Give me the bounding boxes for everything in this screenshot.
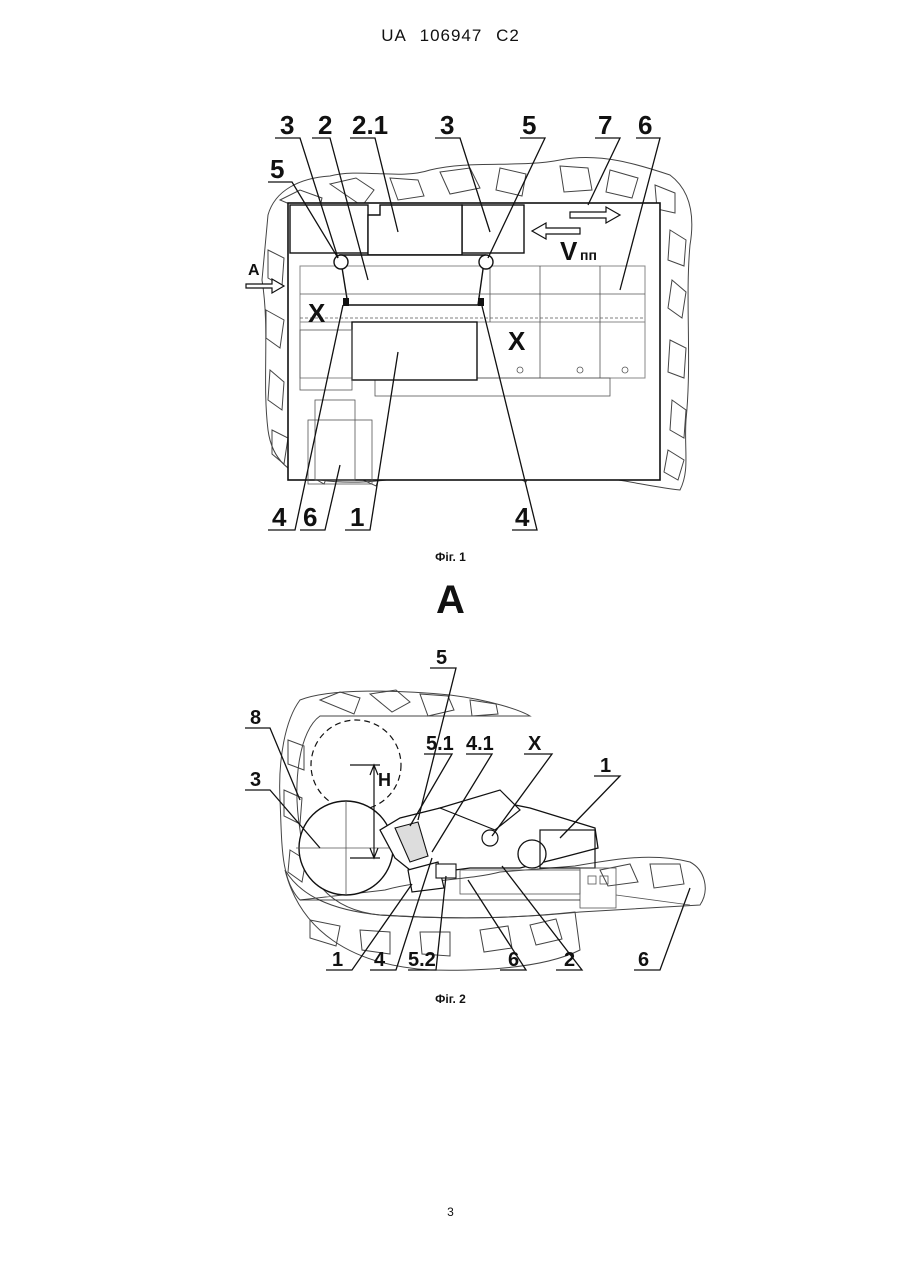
- view-a-label: A: [0, 578, 901, 623]
- fig2-part-4-1: [440, 790, 520, 830]
- view-arrow-a: [246, 279, 284, 293]
- fig2-label-2: 2: [564, 949, 575, 971]
- fig2-pivot-x: [482, 830, 498, 846]
- fig1-label-6a: 6: [638, 110, 652, 140]
- fig2-rock-lower: [285, 870, 580, 970]
- fig2-part-5-2: [436, 864, 456, 878]
- part-2-1: [368, 205, 462, 255]
- drum-3: [299, 801, 393, 895]
- fig2-label-h: H: [378, 770, 391, 790]
- hinge-5-left: [334, 255, 348, 269]
- fig1-label-4a: 4: [272, 502, 287, 532]
- fig1-label-5a: 5: [522, 110, 536, 140]
- fig1-label-v: V: [560, 236, 578, 266]
- fig1-label-x-left: X: [308, 298, 326, 328]
- fig2-body-2: [380, 800, 598, 872]
- fig2-label-5-2: 5.2: [408, 949, 436, 971]
- fig2-motor-1: [518, 840, 546, 868]
- fig2-label-x: X: [528, 733, 542, 755]
- dimension-h: [350, 765, 380, 858]
- fig2-label-6a: 6: [508, 949, 519, 971]
- support-3-right: [462, 205, 524, 253]
- fig1-label-5b: 5: [270, 154, 284, 184]
- fig2-label-5: 5: [436, 647, 447, 669]
- part-2: [340, 255, 485, 305]
- fig2-part-1-lower: [408, 862, 444, 892]
- fig1-label-1: 1: [350, 502, 364, 532]
- figure-1-drawing: 3 2 2.1 3 5 7 6 5 A X X V пп 4 6 1 4: [0, 0, 901, 560]
- fig1-label-a: A: [248, 262, 260, 279]
- fig2-label-4: 4: [374, 949, 386, 971]
- fig2-label-3: 3: [250, 769, 261, 791]
- part-1: [352, 322, 477, 380]
- fig2-rock-texture: [284, 690, 684, 956]
- fig2-part-5-1: [395, 822, 428, 862]
- fig1-label-3b: 3: [440, 110, 454, 140]
- fig1-label-2: 2: [318, 110, 332, 140]
- figure-2-caption: Фіг. 2: [0, 992, 901, 1006]
- fig2-label-6b: 6: [638, 949, 649, 971]
- fig1-label-v-subscript: пп: [580, 247, 597, 263]
- fig1-label-6b: 6: [303, 502, 317, 532]
- fig1-label-4b: 4: [515, 502, 530, 532]
- part-4-left: [343, 298, 349, 306]
- part-4-right: [478, 298, 484, 306]
- figure-1-caption: Фіг. 1: [0, 550, 901, 564]
- fig2-housing-1: [540, 830, 595, 868]
- hinge-5-right: [479, 255, 493, 269]
- fig2-label-1a: 1: [600, 755, 611, 777]
- fig2-rock-outline: [280, 691, 706, 918]
- leader-lines-fig2: [245, 668, 690, 970]
- page-number: 3: [0, 1205, 901, 1219]
- drum-upper-position: [311, 720, 401, 810]
- fig2-label-4-1: 4.1: [466, 733, 494, 755]
- fig2-conveyor-6: [300, 868, 690, 908]
- fig2-label-1b: 1: [332, 949, 343, 971]
- fig1-label-3a: 3: [280, 110, 294, 140]
- fig2-label-5-1: 5.1: [426, 733, 454, 755]
- fig1-label-2-1: 2.1: [352, 110, 388, 140]
- fig1-label-x-right: X: [508, 326, 526, 356]
- fig2-label-8: 8: [250, 707, 261, 729]
- fig1-label-7: 7: [598, 110, 612, 140]
